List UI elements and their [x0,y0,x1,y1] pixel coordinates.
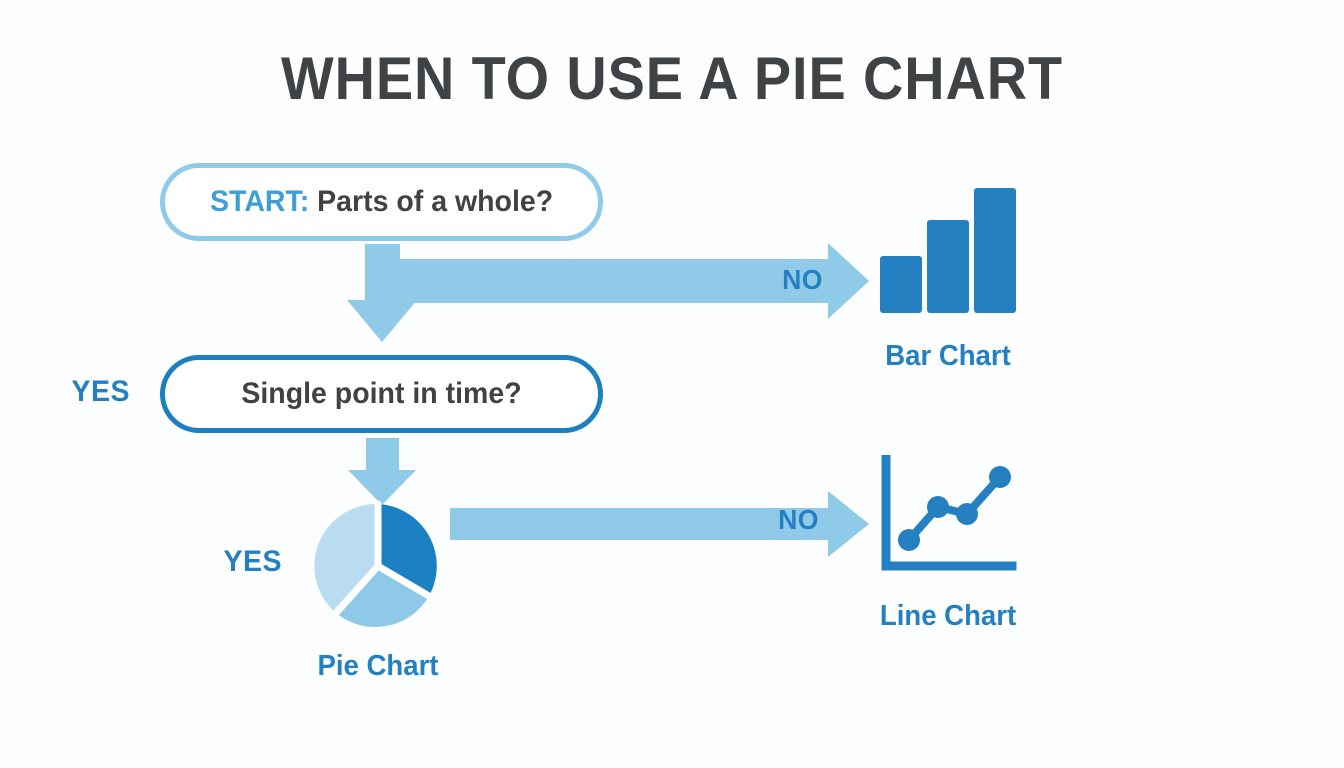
pie-chart-caption: Pie Chart [317,650,439,682]
start-keyword: START: [209,185,310,218]
arrow-down-single-to-pie [348,438,416,505]
line-chart-caption: Line Chart [879,600,1017,632]
decision-node-parts-of-a-whole[interactable]: START: Parts of a whole? [160,163,603,241]
start-question: Parts of a whole? [317,185,554,218]
pie-chart-icon [312,500,444,632]
line-chart-icon [878,454,1018,580]
bar-chart-icon [872,168,1020,313]
edge-label-yes-1: YES [71,375,130,408]
edge-label-yes-2: YES [223,545,282,578]
edge-label-no-2: NO [778,504,819,535]
decision-node-single-point-in-time[interactable]: Single point in time? [160,355,603,433]
edge-label-no-1: NO [782,264,823,295]
page-title: WHEN TO USE A PIE CHART [281,45,1063,112]
second-question: Single point in time? [241,377,522,410]
bar-chart-caption: Bar Chart [885,340,1011,372]
arrow-down-start-to-single [347,244,417,342]
decision-node-start-text: START: Parts of a whole? [210,185,553,219]
